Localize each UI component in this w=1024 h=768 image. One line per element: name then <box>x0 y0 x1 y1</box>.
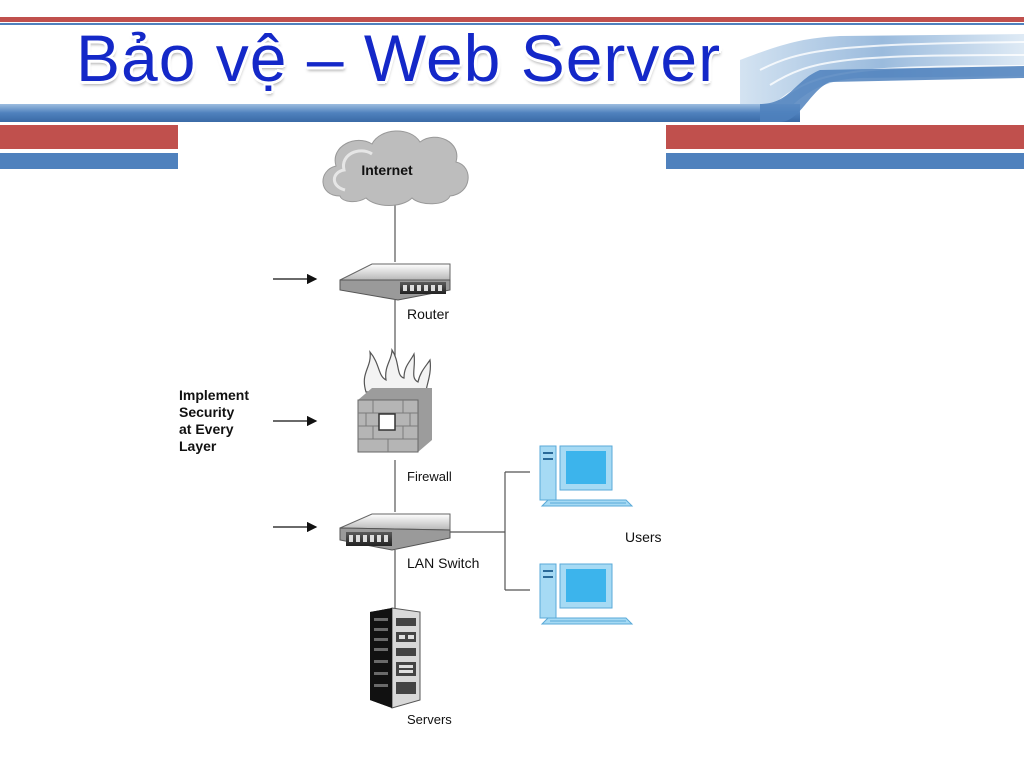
cloud-icon <box>322 130 469 206</box>
note-line: at Every <box>179 421 234 437</box>
slide-title: Bảo vệ – Web Server <box>76 21 722 95</box>
header-decoration <box>0 17 1024 169</box>
white-gap-left <box>0 149 178 153</box>
note-line: Layer <box>179 438 217 454</box>
firewall-icon <box>357 348 432 453</box>
router-icon <box>339 263 451 301</box>
top-thin-blue-line <box>0 23 1024 25</box>
blue-band-left <box>0 153 178 169</box>
computer-icon <box>539 445 634 507</box>
router-label: Router <box>407 306 450 322</box>
blue-swoosh-band <box>0 104 800 122</box>
red-band-right <box>666 125 1024 149</box>
red-band-left <box>0 125 178 149</box>
server-rack-icon <box>370 607 421 709</box>
computer-icon <box>539 563 634 625</box>
switch-label: LAN Switch <box>407 555 480 571</box>
cloud-label: Internet <box>361 162 413 178</box>
switch-icon <box>339 513 451 551</box>
security-note: Implement Security at Every Layer <box>179 387 279 455</box>
blue-band-right <box>666 153 1024 169</box>
link-switch-users <box>450 471 530 591</box>
firewall-label: Firewall <box>407 469 452 484</box>
note-line: Security <box>179 404 235 420</box>
blue-swoosh-curve <box>760 66 1024 122</box>
top-thin-red-line <box>0 17 1024 22</box>
note-line: Implement <box>179 387 250 403</box>
users-label: Users <box>625 529 662 545</box>
servers-label: Servers <box>407 712 452 727</box>
